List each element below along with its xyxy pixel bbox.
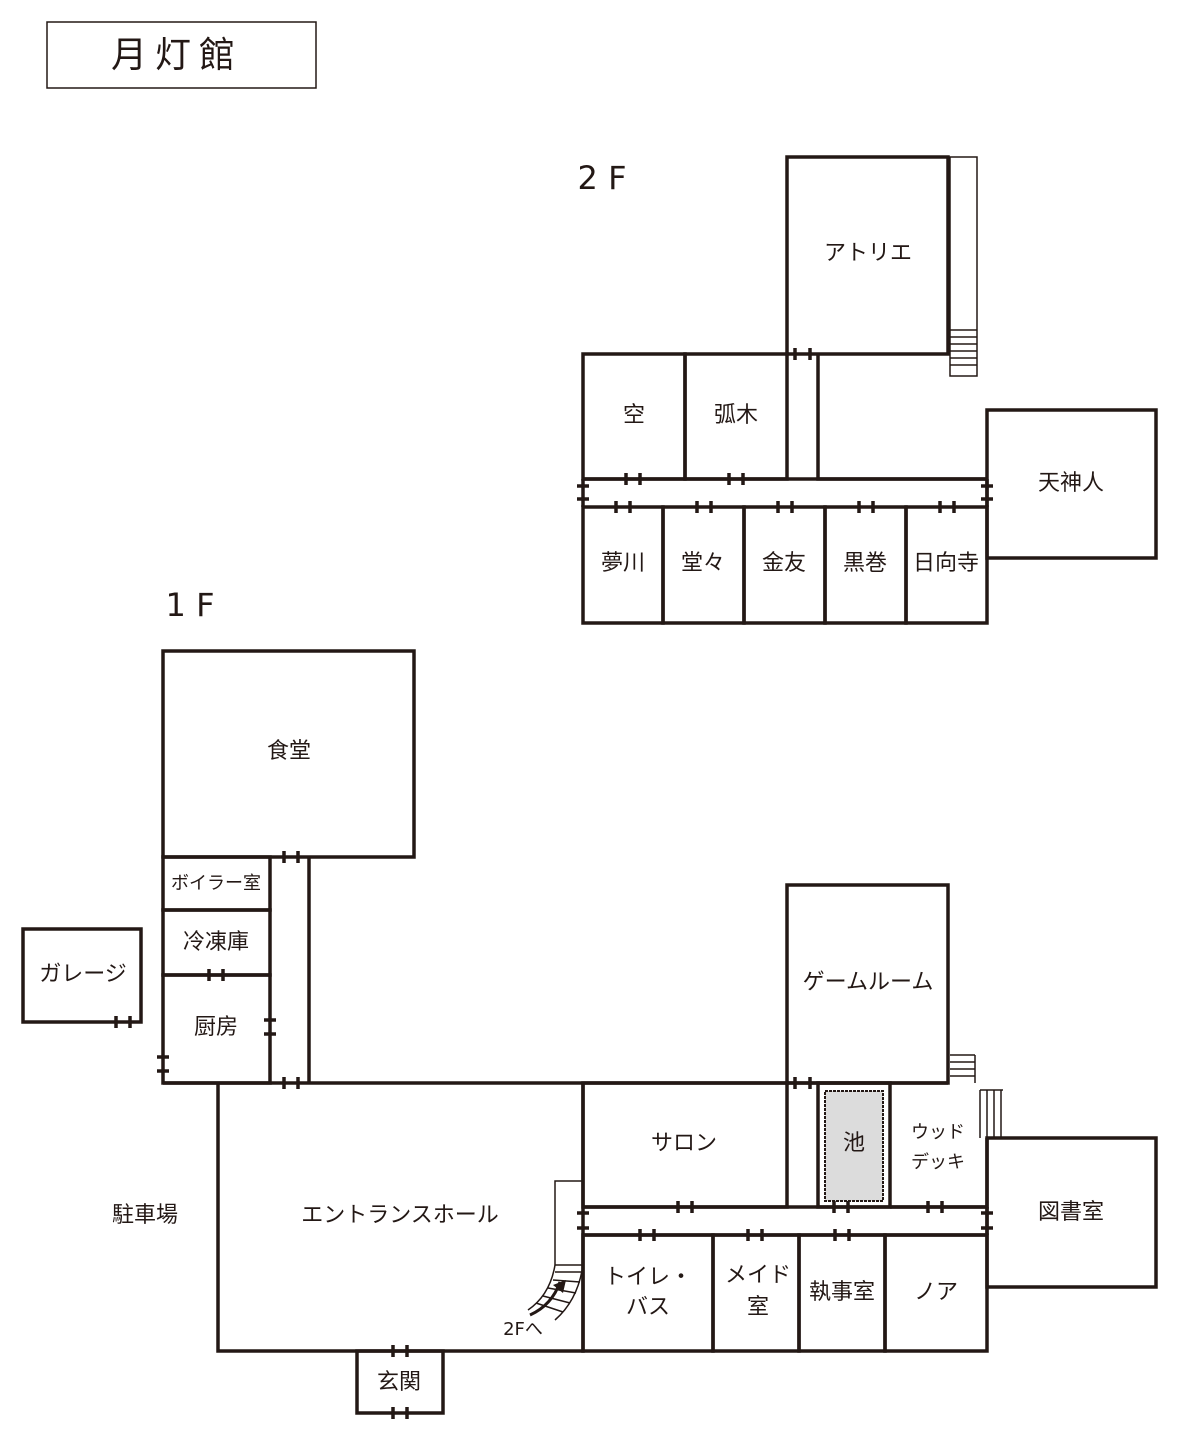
- staircase-to-2f: [527, 1180, 584, 1321]
- room-label-salon: サロン: [651, 1131, 717, 1156]
- label-parking: 駐車場: [112, 1203, 178, 1228]
- room-label-wood-deck: ウッド: [911, 1122, 965, 1143]
- room-garage: [21, 927, 143, 1024]
- room-label: 金友: [762, 551, 806, 576]
- room-label-butler: 執事室: [809, 1280, 875, 1305]
- room-atelier: [785, 155, 950, 356]
- floor2-label: 2 F: [578, 159, 627, 197]
- room-label-toilet: バス: [626, 1295, 670, 1320]
- title-box: [46, 21, 317, 89]
- room-label: 夢川: [601, 551, 645, 576]
- floor2-plan: [577, 155, 1158, 625]
- room-label: 黒巻: [843, 551, 887, 576]
- pond: [824, 1090, 884, 1202]
- room-label-freezer: 冷凍庫: [183, 930, 249, 955]
- label-pond: 池: [843, 1131, 865, 1156]
- room-label: 堂々: [681, 551, 725, 576]
- label-to-2f: 2Fへ: [503, 1319, 543, 1340]
- door-marks: [577, 348, 993, 513]
- room-label: 天神人: [1038, 471, 1104, 496]
- arrow-head-icon: [553, 1280, 566, 1293]
- floor1-plan: [21, 649, 1158, 1419]
- room-label-entrance: 玄関: [377, 1370, 421, 1395]
- room-label-toilet: トイレ・: [604, 1265, 692, 1290]
- stairs-icon: [950, 329, 977, 366]
- room-label-maid: 室: [747, 1295, 769, 1320]
- room-label-boiler: ボイラー室: [171, 873, 261, 894]
- room-label: 弧木: [714, 403, 758, 428]
- floor1-label: 1 F: [166, 586, 215, 624]
- room-label-kitchen: 厨房: [194, 1015, 238, 1040]
- room-label: アトリエ: [824, 241, 912, 266]
- room-label-dining: 食堂: [267, 739, 311, 764]
- stairs-icon: [950, 1054, 1003, 1138]
- door-marks: [114, 851, 993, 1419]
- room-label-library: 図書室: [1038, 1200, 1104, 1225]
- room-label-garage: ガレージ: [39, 962, 127, 987]
- room-label: 日向寺: [913, 551, 979, 576]
- title: 月灯館: [111, 35, 243, 76]
- room-entrance: [355, 1349, 445, 1415]
- room-label-wood-deck: デッキ: [911, 1152, 965, 1173]
- room-label-entrance-hall: エントランスホール: [301, 1203, 499, 1228]
- stair-strip: [949, 156, 978, 377]
- room-label: 空: [623, 403, 645, 428]
- room-label-noa: ノア: [914, 1280, 958, 1305]
- room-dining: [161, 649, 416, 859]
- room-label-game: ゲームルーム: [803, 970, 934, 995]
- room-label-maid: メイド: [725, 1263, 791, 1288]
